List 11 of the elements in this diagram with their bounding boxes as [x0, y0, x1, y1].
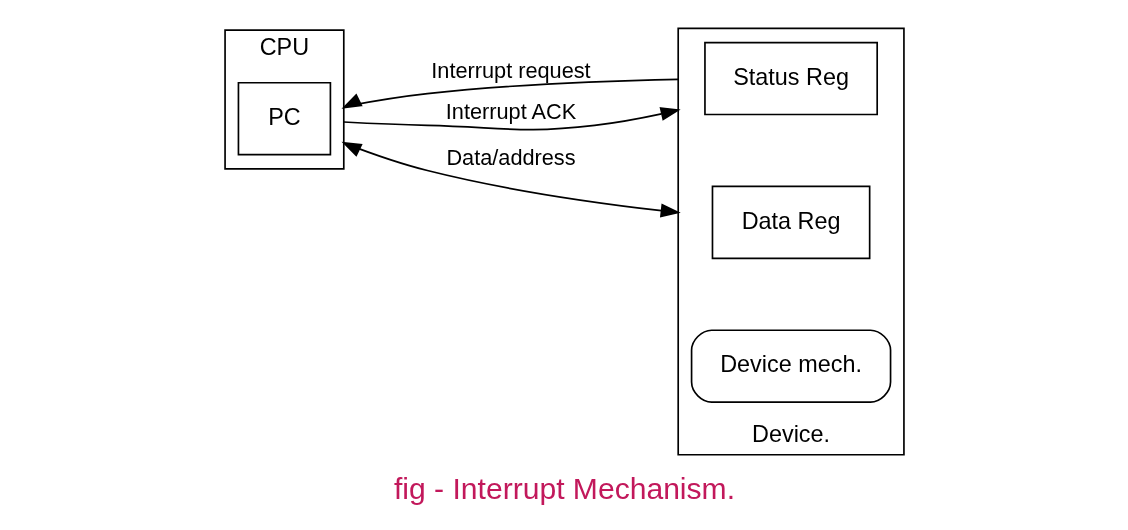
arrow	[341, 141, 681, 218]
edge-label: Data/address	[445, 144, 576, 170]
edge-label: Interrupt ACK	[445, 99, 576, 125]
arrow	[342, 107, 681, 131]
node-box: Data Reg	[711, 185, 870, 260]
node-box: Device mech.	[690, 329, 891, 403]
node-box: PC	[237, 81, 331, 156]
arrow	[341, 78, 679, 109]
node-box: Status Reg	[703, 41, 878, 116]
edge-label: Interrupt request	[430, 57, 591, 83]
caption: fig - Interrupt Mechanism.	[393, 471, 735, 505]
